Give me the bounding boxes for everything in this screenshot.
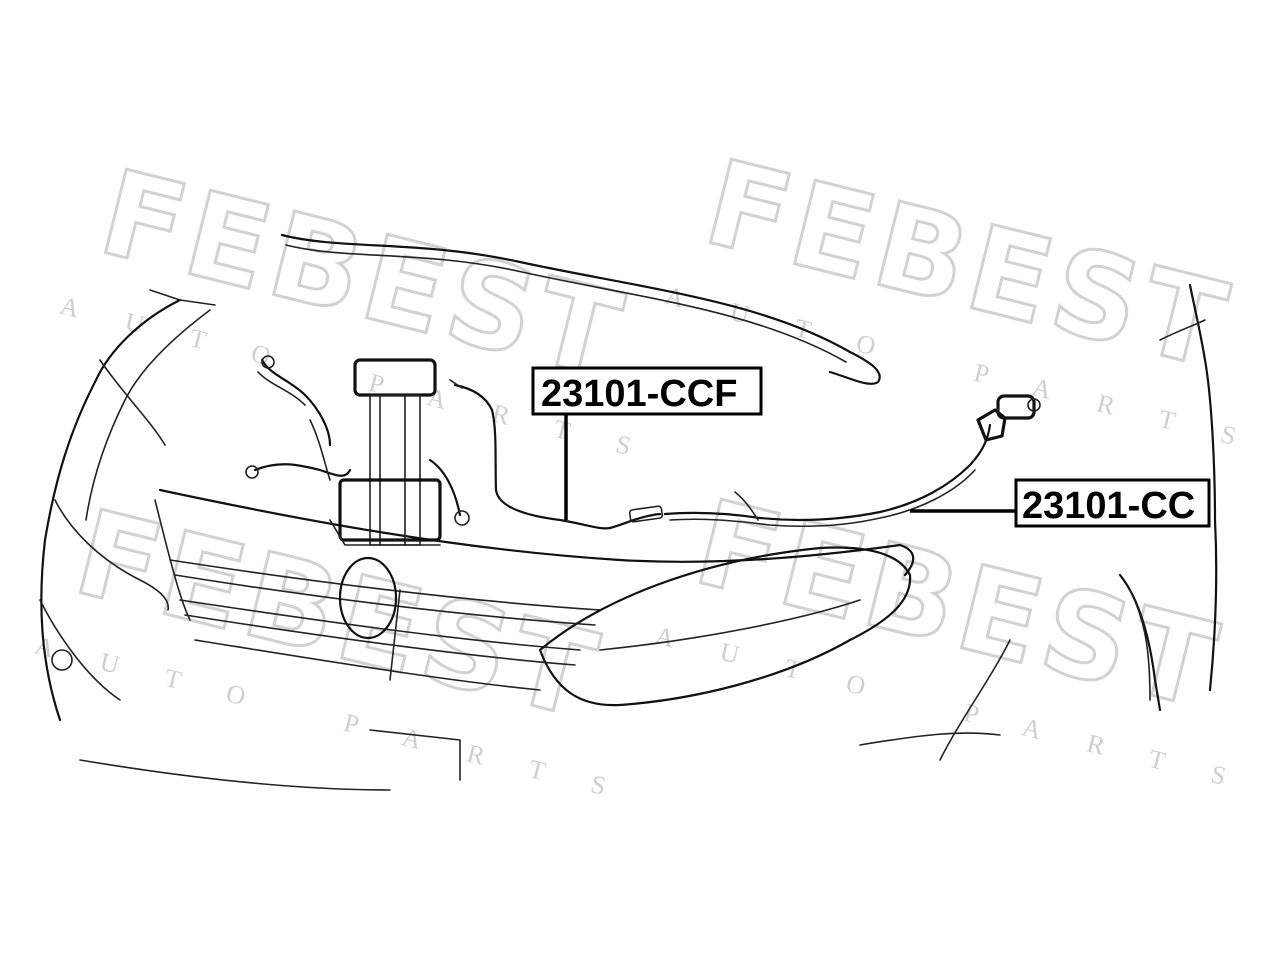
hood-release-cables <box>449 379 1041 530</box>
left-headlight <box>54 499 169 611</box>
part-number-label-cc: 23101-CC <box>1022 485 1195 527</box>
callout-box-cc <box>1014 478 1211 528</box>
front-bumper-line <box>158 488 915 577</box>
watermark-group: FEBEST AUTO PARTS FEBEST AUTO PARTS FEBE… <box>32 132 1280 813</box>
watermark-top-left: FEBEST AUTO PARTS <box>57 142 680 473</box>
hood-lock-assembly <box>245 355 470 546</box>
part-number-label-ccf: 23101-CCF <box>541 373 737 415</box>
grille-slats <box>169 559 601 691</box>
cable-front-section <box>453 383 662 530</box>
cable-rear-section <box>663 423 992 522</box>
car-front-drawing <box>39 233 1218 791</box>
hood-seal-strip <box>280 233 881 385</box>
callout-box-ccf <box>531 366 763 416</box>
callout-23101-cc: 23101-CC <box>910 478 1211 528</box>
right-fender-outline <box>1188 283 1218 692</box>
right-headlight <box>538 546 912 707</box>
grille-badge <box>338 556 398 640</box>
callout-23101-ccf: 23101-CCF <box>531 366 763 520</box>
left-fender-outline <box>40 298 182 722</box>
